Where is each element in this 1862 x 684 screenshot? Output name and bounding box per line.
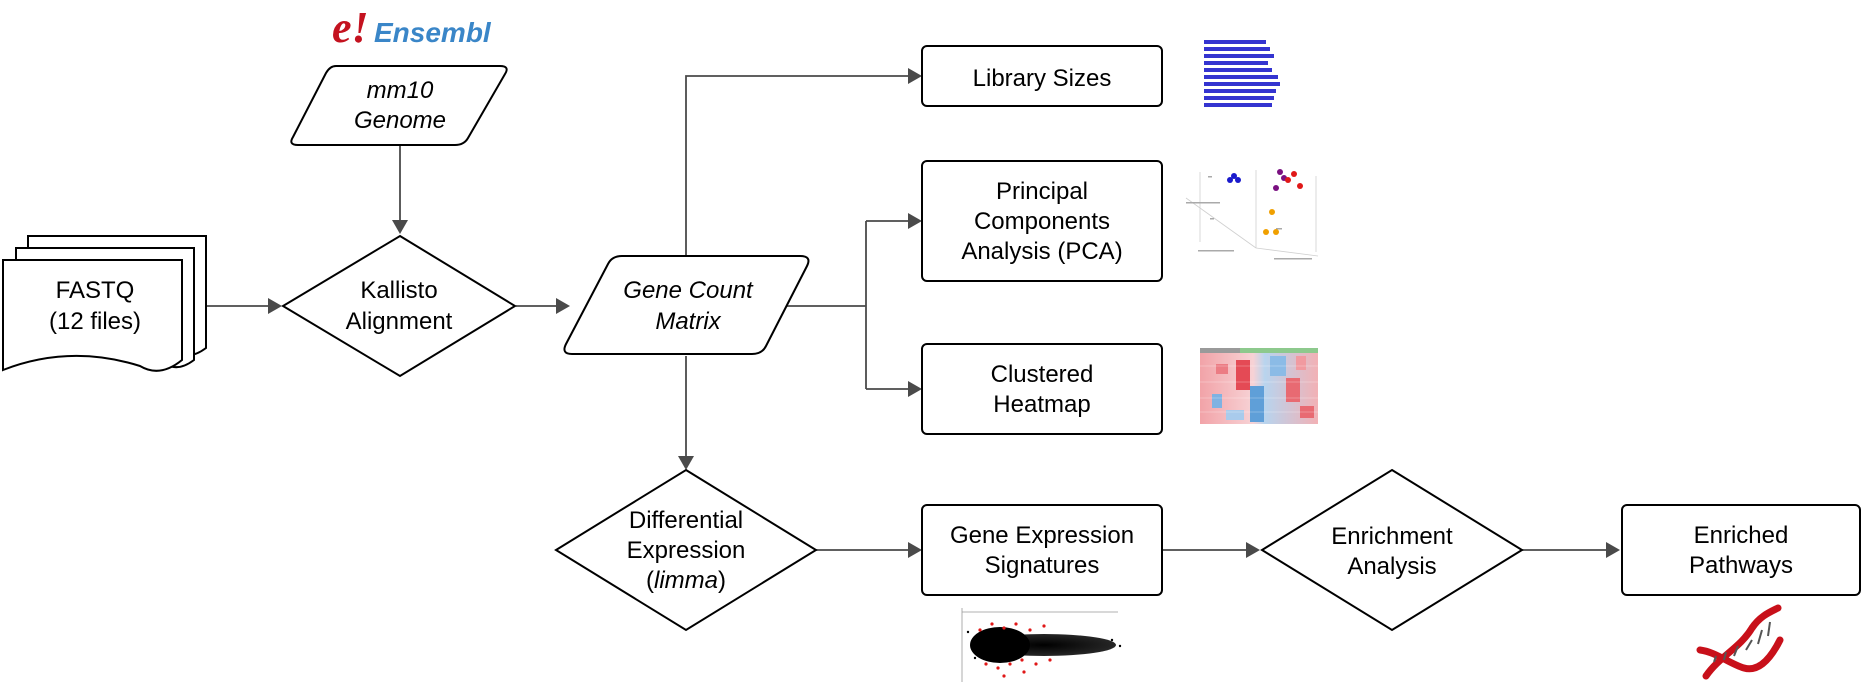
- count-matrix-label-line2: Matrix: [655, 308, 721, 335]
- pathways-label-line2: Pathways: [1689, 552, 1793, 579]
- arrowhead: [268, 298, 282, 314]
- pca-label-line1: Principal: [996, 178, 1088, 205]
- library-sizes-label: Library Sizes: [973, 65, 1112, 92]
- arrowhead: [1606, 542, 1620, 558]
- fastq-label-line2: (12 files): [49, 308, 141, 335]
- diffexp-shape: [554, 468, 818, 632]
- edges: [206, 68, 1620, 558]
- signatures-label-line2: Signatures: [985, 552, 1100, 579]
- pca-box: [921, 160, 1163, 282]
- genome-label-line2: Genome: [354, 107, 446, 134]
- signatures-box: [921, 504, 1163, 596]
- diffexp-label-line2: Expression: [627, 537, 746, 564]
- arrowhead: [908, 381, 922, 397]
- genome-label-line1: mm10: [367, 77, 434, 104]
- ensembl-logo-mark: e!: [332, 3, 369, 52]
- node-pathways: Enriched Pathways: [1621, 504, 1861, 596]
- heatmap-label-line1: Clustered: [991, 361, 1094, 388]
- enrichment-shape: [1260, 468, 1524, 632]
- kallisto-label-line2: Alignment: [346, 308, 453, 335]
- heatmap-box: [921, 343, 1163, 435]
- arrowhead: [1246, 542, 1260, 558]
- ensembl-logo: e! Ensembl: [332, 3, 492, 52]
- ensembl-logo-text: Ensembl: [374, 17, 492, 48]
- pca-label-line3: Analysis (PCA): [961, 238, 1122, 265]
- node-enrichment: Enrichment Analysis: [1260, 468, 1524, 632]
- pca-label-line2: Components: [974, 208, 1110, 235]
- signatures-label-line1: Gene Expression: [950, 522, 1134, 549]
- node-genome: mm10 Genome: [290, 65, 508, 146]
- arrowhead: [678, 456, 694, 470]
- arrowhead: [908, 542, 922, 558]
- arrowhead: [556, 298, 570, 314]
- pathways-box: [1621, 504, 1861, 596]
- fastq-label-line1: FASTQ: [56, 277, 135, 304]
- count-matrix-shape: [563, 255, 810, 355]
- kallisto-label-line1: Kallisto: [360, 277, 437, 304]
- node-pca: Principal Components Analysis (PCA): [921, 160, 1163, 282]
- enrichment-label-line1: Enrichment: [1331, 523, 1453, 550]
- document-shape-front: [2, 259, 183, 372]
- arrowhead: [908, 213, 922, 229]
- ma-plot-thumbnail: [961, 608, 1122, 682]
- kallisto-shape: [281, 234, 517, 378]
- arrowhead: [392, 220, 408, 234]
- node-library-sizes: Library Sizes: [921, 45, 1163, 107]
- library-sizes-thumbnail: [1204, 40, 1280, 107]
- node-heatmap: Clustered Heatmap: [921, 343, 1163, 435]
- node-fastq: FASTQ (12 files): [2, 235, 207, 372]
- node-kallisto: Kallisto Alignment: [281, 234, 517, 378]
- node-signatures: Gene Expression Signatures: [921, 504, 1163, 596]
- dna-helix-icon: [1696, 604, 1784, 680]
- edge-matrix-library: [685, 75, 908, 256]
- pca-thumbnail: [1185, 169, 1319, 260]
- arrowhead: [908, 68, 922, 84]
- heatmap-label-line2: Heatmap: [993, 391, 1090, 418]
- count-matrix-label-line1: Gene Count: [623, 277, 754, 304]
- enrichment-label-line2: Analysis: [1347, 553, 1436, 580]
- heatmap-thumbnail: [1200, 348, 1318, 424]
- library-sizes-box: [921, 45, 1163, 107]
- node-diffexp: Differential Expression (limma): [554, 468, 818, 632]
- pathways-label-line1: Enriched: [1694, 522, 1789, 549]
- diffexp-label-line3: (limma): [646, 567, 726, 594]
- diffexp-label-line1: Differential: [629, 507, 743, 534]
- genome-shape: [290, 65, 508, 146]
- node-count-matrix: Gene Count Matrix: [563, 255, 810, 355]
